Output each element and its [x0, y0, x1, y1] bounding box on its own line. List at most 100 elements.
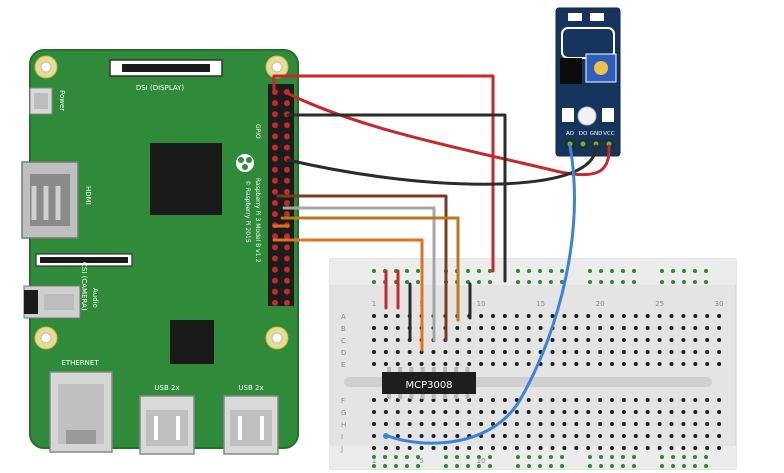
mcp3008-chip: MCP3008: [382, 367, 476, 399]
power-rail-hole: [621, 455, 625, 459]
power-rail-hole: [394, 455, 398, 459]
ethernet-port: [49, 371, 113, 453]
breadboard-hole: [598, 326, 603, 330]
breadboard-hole: [657, 326, 662, 330]
breadboard-hole: [681, 362, 686, 366]
breadboard-hole: [455, 350, 460, 354]
breadboard-hole: [621, 338, 626, 342]
breadboard-hole: [479, 350, 484, 354]
breadboard-hole: [538, 314, 543, 318]
breadboard-hole: [693, 410, 698, 414]
breadboard-hole: [574, 362, 579, 366]
breadboard-hole: [574, 338, 579, 342]
breadboard-hole: [681, 422, 686, 426]
copyright-label: © Raspberry Pi 2015: [244, 180, 251, 243]
breadboard-hole: [574, 434, 579, 438]
breadboard-hole: [395, 410, 400, 414]
power-rail-hole: [588, 455, 592, 459]
breadboard-hole: [395, 446, 400, 450]
chip-leg: [454, 394, 459, 399]
breadboard-hole: [443, 434, 448, 438]
power-rail-hole: [682, 455, 686, 459]
power-rail-hole: [466, 455, 470, 459]
power-rail-hole: [621, 280, 625, 284]
gpio-pin: [284, 211, 290, 218]
breadboard-hole: [705, 434, 710, 438]
breadboard-hole: [395, 314, 400, 318]
breadboard-hole: [372, 350, 376, 354]
breadboard-hole: [717, 422, 722, 426]
breadboard-hole: [717, 350, 722, 354]
gpio-pin: [272, 255, 278, 262]
breadboard-hole: [455, 446, 460, 450]
breadboard-hole: [657, 446, 662, 450]
breadboard-hole: [621, 446, 626, 450]
breadboard-hole: [574, 446, 579, 450]
chip-leg: [431, 394, 436, 399]
breadboard-hole: [598, 410, 603, 414]
breadboard-hole: [621, 350, 626, 354]
power-rail-hole: [488, 280, 492, 284]
csi-connector: [35, 253, 133, 267]
breadboard-hole: [610, 338, 614, 342]
power-rail-hole: [610, 269, 614, 273]
breadboard-hole: [383, 338, 388, 342]
gpio-pin: [284, 277, 290, 284]
power-rail-hole: [588, 280, 592, 284]
breadboard-hole: [372, 434, 376, 438]
breadboard-hole: [443, 446, 448, 450]
breadboard-hole: [383, 326, 388, 330]
breadboard-hole: [502, 446, 507, 450]
power-rail-hole: [560, 464, 564, 468]
breadboard-hole: [550, 314, 555, 318]
power-rail-hole: [516, 280, 520, 284]
chip-leg: [454, 367, 459, 372]
breadboard-hole: [562, 446, 567, 450]
chip-label: MCP3008: [405, 380, 452, 391]
breadboard-hole: [693, 434, 698, 438]
breadboard-hole: [669, 326, 674, 330]
chip-leg: [387, 367, 391, 372]
breadboard-hole: [502, 410, 507, 414]
mounting-holes: [34, 55, 289, 350]
breadboard-hole: [383, 410, 388, 414]
breadboard-hole: [621, 398, 626, 402]
usb-port-right: [223, 395, 279, 455]
breadboard-hole: [693, 398, 698, 402]
breadboard-hole: [645, 314, 650, 318]
breadboard-hole: [491, 314, 495, 318]
breadboard-hole: [705, 446, 710, 450]
row-letter: J: [340, 445, 343, 453]
breadboard-hole: [633, 410, 638, 414]
breadboard-hole: [372, 422, 376, 426]
gpio-pin: [284, 144, 290, 151]
power-rail-hole: [405, 455, 409, 459]
breadboard-hole: [514, 422, 519, 426]
breadboard-hole: [657, 434, 662, 438]
breadboard-hole: [657, 410, 662, 414]
breadboard-hole: [407, 362, 412, 366]
power-rail-hole: [704, 464, 708, 468]
breadboard-hole: [383, 422, 388, 426]
breadboard-hole: [633, 362, 638, 366]
breadboard-hole: [669, 410, 674, 414]
breadboard-hole: [621, 314, 626, 318]
power-rail-hole: [527, 464, 531, 468]
breadboard-hole: [372, 338, 376, 342]
breadboard-hole: [455, 410, 460, 414]
breadboard-hole: [657, 398, 662, 402]
gpio-pin: [272, 200, 278, 206]
breadboard-hole: [669, 398, 674, 402]
power-rail-hole: [632, 464, 636, 468]
breadboard-hole: [538, 326, 543, 330]
sensor-pin-label: AO: [566, 131, 575, 137]
breadboard-hole: [717, 362, 722, 366]
breadboard-hole: [610, 422, 614, 426]
breadboard-hole: [550, 338, 555, 342]
power-rail-hole: [477, 455, 481, 459]
gpio-pin: [272, 299, 278, 306]
power-rail-hole: [372, 280, 376, 284]
gpio-pin: [272, 211, 278, 218]
row-letter: E: [341, 361, 345, 369]
power-rail-hole: [704, 280, 708, 284]
